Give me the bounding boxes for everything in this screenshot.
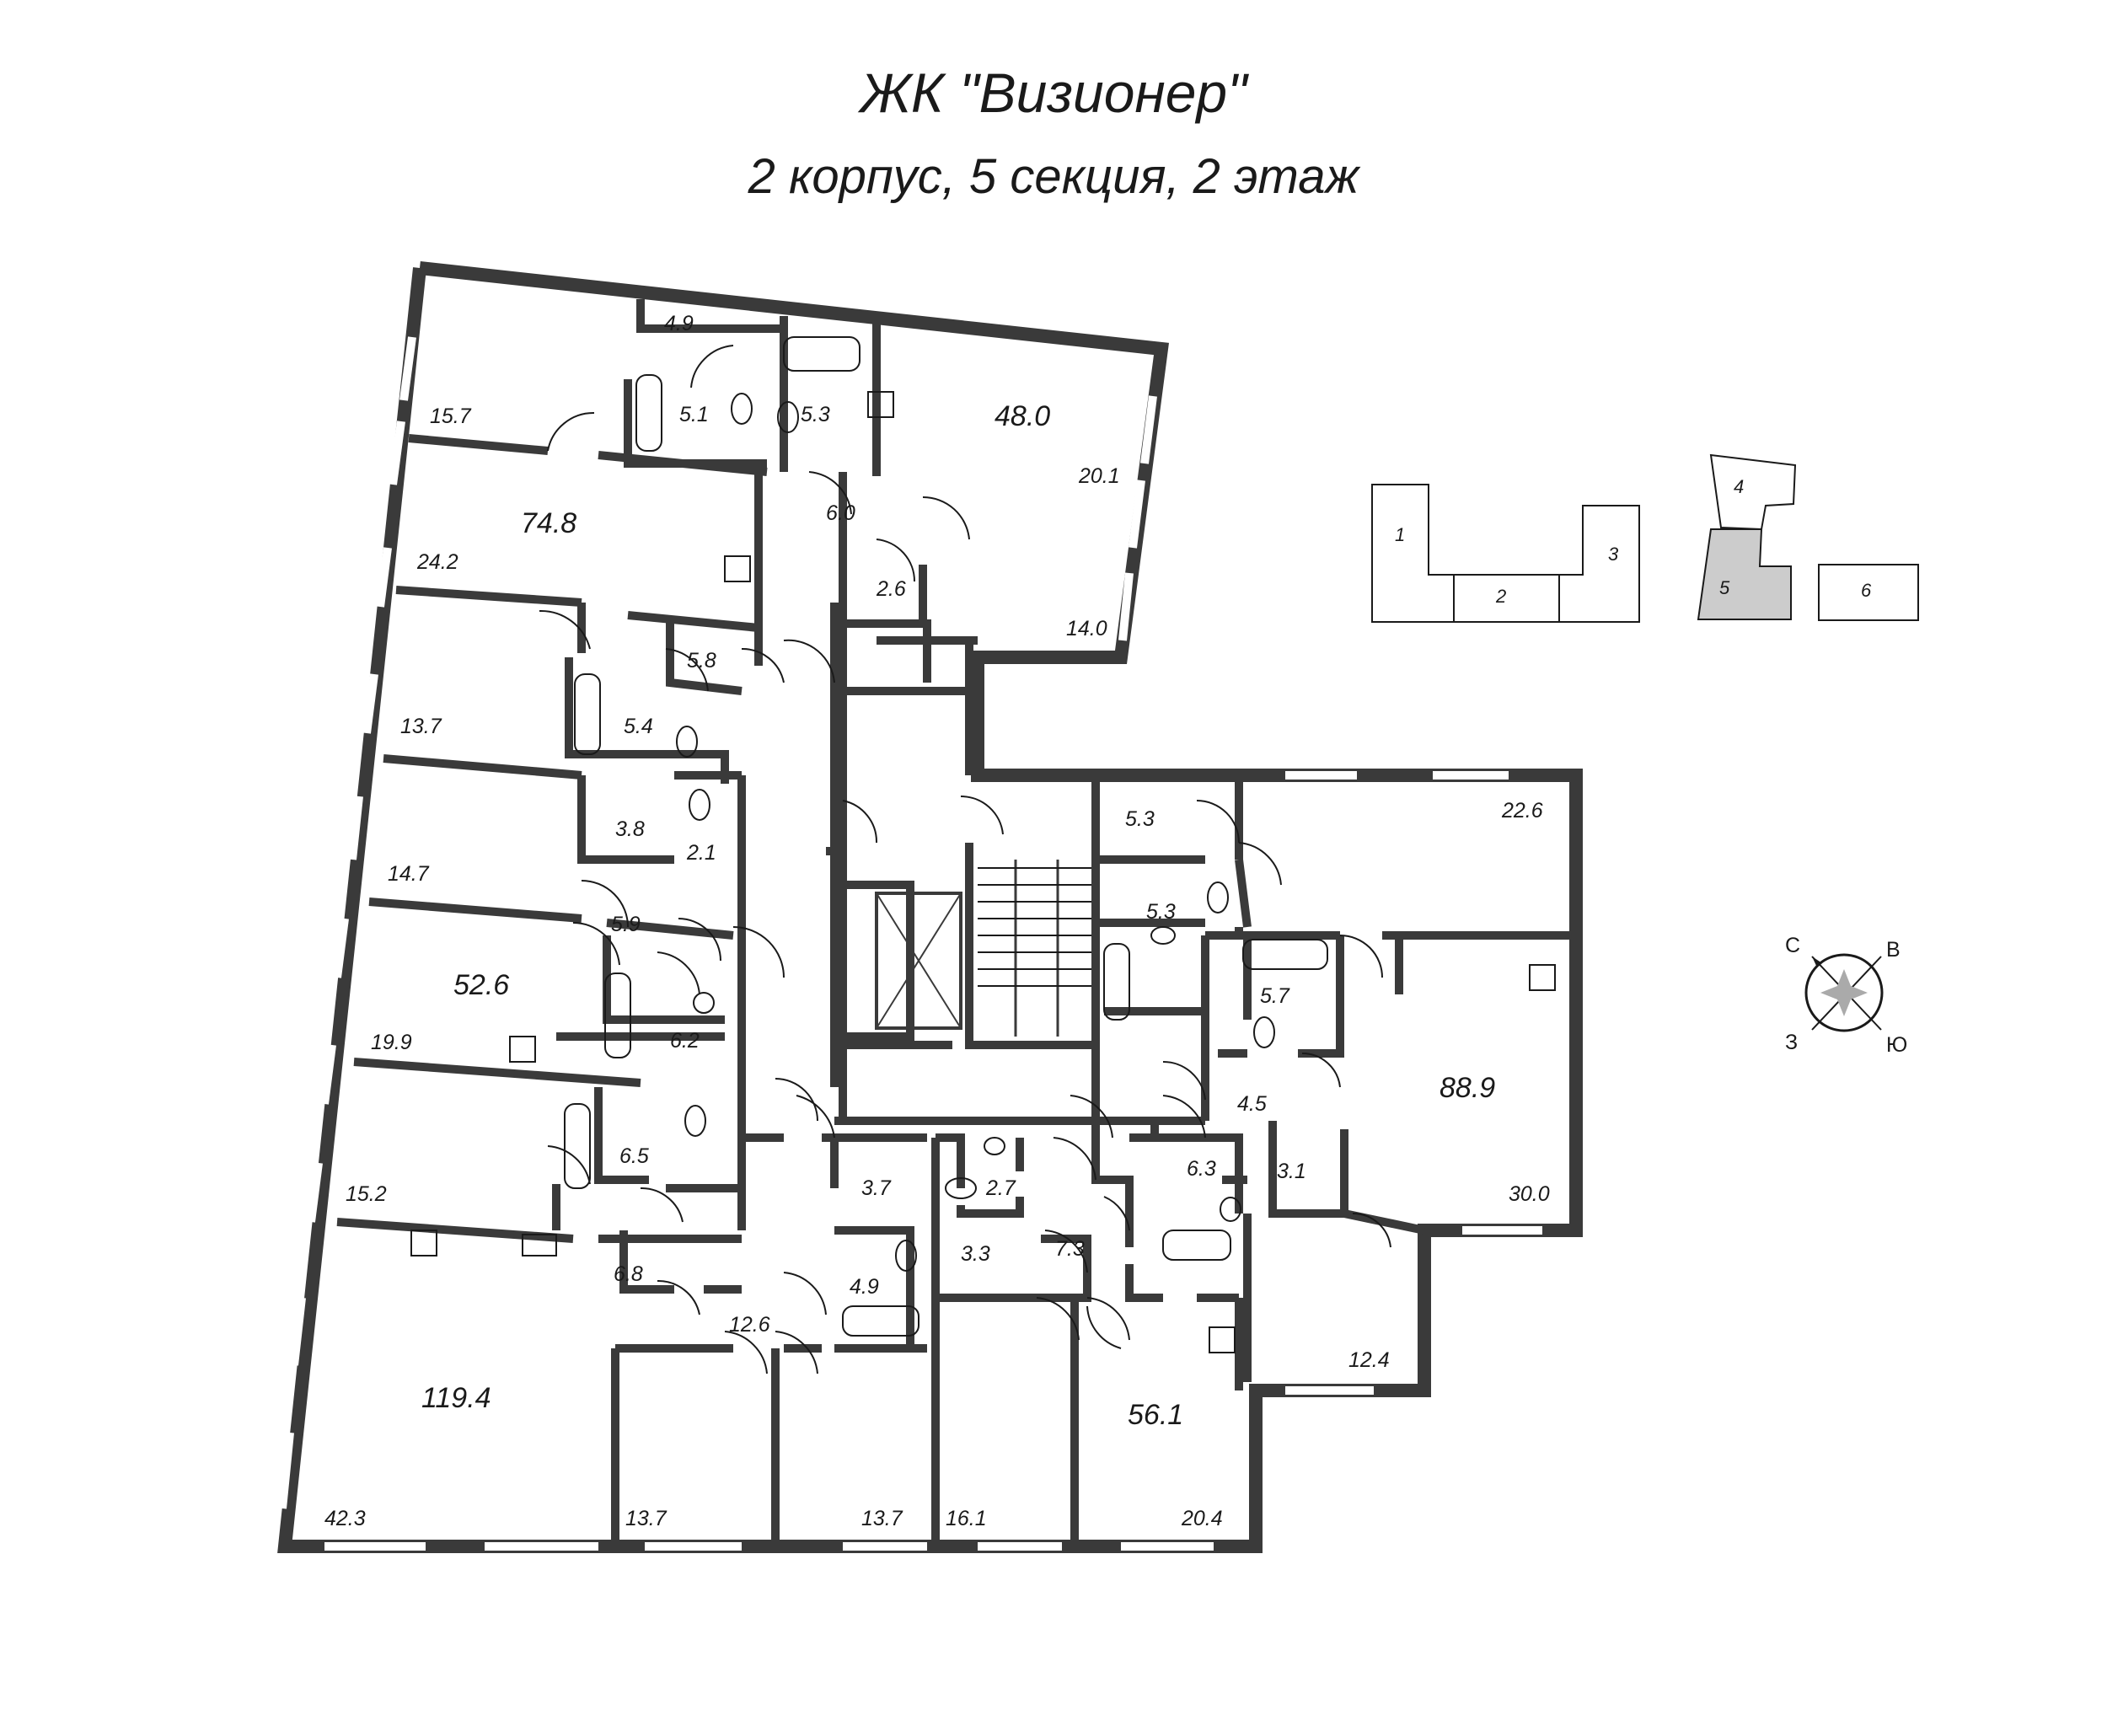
room-area: 14.0 [1066,617,1107,640]
room-area: 4.5 [1237,1092,1267,1116]
apartment-area: 48.0 [995,400,1050,432]
room-area: 7.3 [1055,1237,1085,1261]
room-area: 13.7 [861,1507,903,1530]
room-area: 13.7 [625,1507,667,1530]
room-area: 16.1 [946,1507,987,1530]
room-area: 15.7 [430,405,472,428]
room-area: 5.3 [801,403,830,426]
room-area: 2.6 [876,577,906,601]
room-area: 30.0 [1509,1182,1550,1206]
windows [278,336,1542,1551]
room-area: 3.1 [1277,1160,1306,1183]
room-area: 5.9 [611,913,641,936]
room-area: 20.4 [1181,1507,1223,1530]
apartment-area: 88.9 [1440,1072,1495,1104]
interior-walls [336,299,1576,1546]
room-area: 6.2 [670,1029,700,1053]
room-area: 6.5 [619,1144,649,1168]
section-number: 5 [1719,577,1730,598]
compass-east: В [1886,938,1901,962]
room-area: 14.7 [388,862,430,886]
key-plan-active-section [1697,528,1792,620]
room-area: 3.8 [615,817,645,841]
compass-west: З [1785,1031,1798,1054]
section-number: 6 [1861,580,1872,601]
room-area: 2.7 [985,1176,1016,1200]
room-area: 19.9 [371,1031,412,1054]
room-area: 5.7 [1260,984,1290,1008]
section-number: 2 [1495,586,1506,607]
key-plan [1371,453,1919,623]
room-area: 6.8 [614,1262,643,1286]
room-area: 24.2 [416,550,458,574]
stair-steps [978,867,1091,987]
room-area: 15.2 [346,1182,387,1206]
compass-rose-icon [1820,969,1868,1016]
room-area: 3.3 [961,1242,990,1266]
room-area: 6.3 [1187,1157,1216,1181]
compass: С В Ю З [1785,934,1907,1057]
room-area: 3.7 [861,1176,892,1200]
apartment-area: 74.8 [521,507,576,539]
apartment-area: 56.1 [1128,1399,1183,1431]
room-area: 5.3 [1146,900,1176,924]
room-area: 2.1 [686,841,716,865]
section-number: 1 [1395,524,1405,545]
apartment-area: 52.6 [453,969,509,1001]
room-area: 5.3 [1125,807,1155,831]
apartment-area: 119.4 [421,1382,491,1414]
room-area: 20.1 [1078,464,1120,488]
complex-title: ЖК "Визионер" [860,62,1247,124]
room-area: 12.6 [729,1313,770,1337]
north-arrow-icon [1812,956,1822,967]
room-area: 12.4 [1348,1348,1390,1372]
compass-north: С [1785,934,1800,957]
room-area: 5.8 [687,649,716,672]
room-area: 13.7 [400,715,442,738]
room-area: 5.1 [679,403,709,426]
area-labels: 48.0 5.3 6.0 2.6 20.1 14.0 74.8 15.7 4.9… [324,312,1550,1530]
room-area: 42.3 [324,1507,366,1530]
floor-subtitle: 2 корпус, 5 секция, 2 этаж [748,149,1359,204]
room-area: 5.4 [624,715,653,738]
door-swings [539,345,1391,1374]
room-area: 4.9 [850,1275,879,1299]
outer-walls [277,261,1583,1553]
room-area: 4.9 [664,312,694,335]
fixtures [410,336,1556,1353]
room-area: 22.6 [1501,799,1543,822]
compass-south: Ю [1886,1033,1907,1057]
section-number: 4 [1734,476,1744,497]
section-number: 3 [1608,544,1619,565]
room-area: 6.0 [826,501,855,525]
key-plan-labels: 1 2 3 4 5 6 [1395,476,1872,607]
stair-core [826,847,1059,1045]
